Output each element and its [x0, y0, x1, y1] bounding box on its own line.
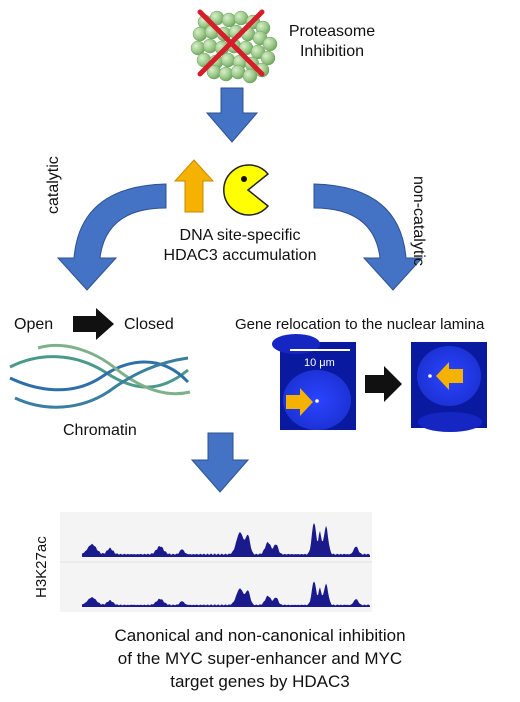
h3k27ac-track-1	[82, 523, 370, 557]
h3k27ac-track-2	[82, 581, 370, 607]
curved-arrow-left-icon	[56, 183, 167, 291]
caption-line-2: of the MYC super-enhancer and MYC	[117, 649, 403, 668]
cell-image-after	[411, 342, 487, 432]
relocation-label: Gene relocation to the nuclear lamina	[235, 316, 485, 333]
relocation-arrow-icon	[365, 366, 402, 402]
down-arrow-icon	[205, 87, 259, 143]
scale-bar-label: 10 μm	[304, 357, 335, 369]
caption: Canonical and non-canonical inhibition o…	[20, 624, 500, 693]
h3k27ac-label: H3K27ac	[33, 536, 50, 598]
center-line-2: HDAC3 accumulation	[163, 247, 317, 264]
h3k27ac-track-panel	[60, 512, 372, 612]
cross-icon	[197, 9, 265, 77]
catalytic-label: catalytic	[45, 156, 62, 214]
up-arrow-icon	[173, 159, 215, 213]
chromatin-label: Chromatin	[63, 422, 137, 439]
caption-line-1: Canonical and non-canonical inhibition	[114, 626, 406, 645]
curved-arrow-right-icon	[313, 183, 424, 291]
open-to-closed-arrow-icon	[73, 308, 114, 340]
cell-image-before	[272, 334, 356, 430]
title-line-2: Inhibition	[299, 43, 365, 60]
center-line-1: DNA site-specific	[179, 227, 301, 244]
hdac3-accumulation-label: DNA site-specific HDAC3 accumulation	[145, 226, 335, 266]
proteasome-inhibition-label: Proteasome Inhibition	[282, 22, 382, 62]
non-catalytic-label: non-catalytic	[410, 176, 427, 266]
open-label: Open	[14, 316, 54, 333]
down-arrow-2-icon	[190, 432, 250, 493]
chromatin-helix	[9, 343, 191, 409]
closed-label: Closed	[124, 316, 174, 333]
caption-line-3: target genes by HDAC3	[170, 672, 350, 691]
pacman-icon	[223, 164, 270, 216]
title-line-1: Proteasome	[288, 23, 376, 40]
